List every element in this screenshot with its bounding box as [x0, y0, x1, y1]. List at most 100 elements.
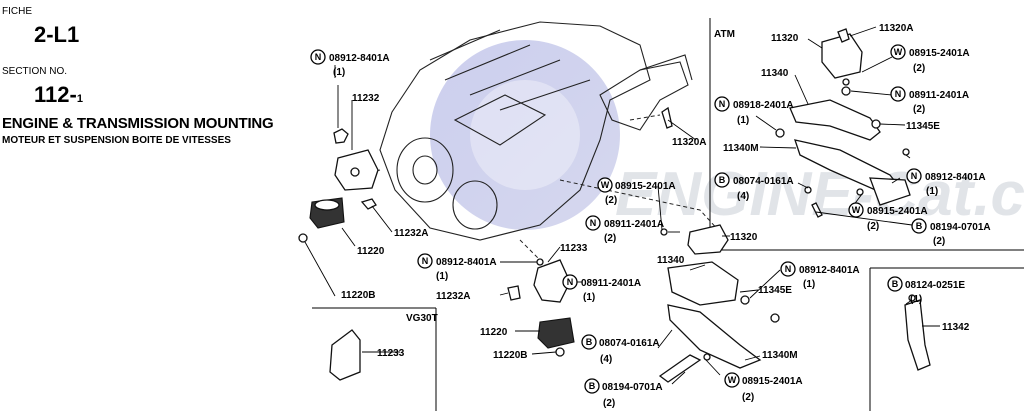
callout-type: N — [315, 52, 322, 62]
callout-type: N — [785, 264, 792, 274]
callout-type: N — [422, 256, 429, 266]
callout-qty: (1) — [910, 294, 922, 305]
vg30t-panel-label: VG30T — [406, 313, 438, 324]
callout-c2: N 08912-8401A (1) — [417, 253, 497, 282]
callout-number: 08912-8401A — [436, 257, 497, 268]
callout-c18: B 08124-0251E (1) — [887, 276, 965, 305]
callout-number: 08915-2401A — [615, 181, 676, 192]
callout-qty: (1) — [926, 186, 938, 197]
part-label: 11220 — [480, 327, 508, 338]
page-title: ENGINE & TRANSMISSION MOUNTING — [2, 115, 274, 132]
part-label: 11320A — [672, 137, 706, 148]
part-label: 11232A — [436, 291, 470, 302]
callout-number: 08074-0161A — [599, 338, 660, 349]
callout-type: W — [601, 180, 610, 190]
callout-type: B — [586, 337, 593, 347]
callout-c5: N 08911-2401A (1) — [562, 274, 641, 303]
callout-type: N — [590, 218, 597, 228]
part-label: 11220 — [357, 246, 385, 257]
callout-qty: (4) — [600, 354, 612, 365]
callout-c3: W 08915-2401A (2) — [597, 177, 676, 206]
part-label: 11342 — [942, 322, 970, 333]
callout-number: 08194-0701A — [602, 382, 663, 393]
callout-c6: B 08074-0161A (4) — [581, 334, 660, 365]
callout-c12: N 08918-2401A (1) — [714, 96, 794, 126]
section-value: 112-1 — [34, 82, 83, 108]
fiche-label: FICHE — [2, 6, 32, 17]
callout-c9: N 08912-8401A (1) — [780, 261, 860, 290]
callout-number: 08911-2401A — [581, 278, 641, 289]
watermark: ENGINE-Cat.com — [430, 40, 1024, 230]
callout-type: B — [719, 175, 726, 185]
callout-c8: W 08915-2401A (2) — [724, 372, 803, 403]
page-subtitle: MOTEUR ET SUSPENSION BOITE DE VITESSES — [2, 135, 231, 146]
watermark-text: ENGINE-Cat.com — [615, 160, 1024, 229]
callout-type: B — [892, 279, 899, 289]
callout-type: N — [567, 277, 574, 287]
part-label: 11233 — [560, 243, 588, 254]
callout-c10: W 08915-2401A (2) — [890, 44, 970, 74]
callout-qty: (2) — [913, 104, 925, 115]
callout-c1: N 08912-8401A (1) — [310, 49, 390, 78]
part-label: 11340M — [723, 143, 759, 154]
callout-c15: N 08912-8401A (1) — [906, 168, 986, 197]
callout-type: N — [719, 99, 726, 109]
callout-type: B — [916, 221, 923, 231]
left-mount-parts — [298, 128, 575, 381]
part-label: 11232A — [394, 228, 428, 239]
callout-c14: B 08074-0161A (4) — [714, 172, 794, 202]
callout-qty: (2) — [867, 221, 879, 232]
part-label: 11340M — [762, 350, 798, 361]
section-sub: 1 — [76, 93, 83, 105]
callout-qty: (2) — [933, 236, 945, 247]
callout-number: 08911-2401A — [604, 219, 664, 230]
callout-qty: (1) — [803, 279, 815, 290]
part-label: 11320A — [879, 23, 913, 34]
callout-qty: (2) — [603, 398, 615, 409]
part-label: 11220B — [493, 350, 527, 361]
callout-number: 08912-8401A — [925, 172, 986, 183]
atm-panel-label: ATM — [714, 29, 735, 40]
callout-number: 08124-0251E — [905, 280, 965, 291]
right-mount-parts — [658, 28, 931, 383]
callout-number: 08915-2401A — [867, 206, 928, 217]
callout-number: 08911-2401A — [909, 90, 969, 101]
callout-qty: (1) — [737, 115, 749, 126]
part-label: 11345E — [906, 121, 940, 132]
callout-number: 08915-2401A — [909, 48, 970, 59]
callout-type: W — [894, 47, 903, 57]
callout-number: 08912-8401A — [329, 53, 390, 64]
callout-c7: B 08194-0701A (2) — [584, 378, 663, 409]
callout-qty: (2) — [913, 63, 925, 74]
section-number: 112- — [34, 82, 77, 107]
callout-number: 08918-2401A — [733, 100, 794, 111]
callout-type: B — [589, 381, 596, 391]
section-label: SECTION NO. — [2, 66, 68, 77]
callout-number: 08194-0701A — [930, 222, 991, 233]
part-label: 11345E — [758, 285, 792, 296]
callout-qty: (2) — [605, 195, 617, 206]
callout-qty: (2) — [604, 233, 616, 244]
callout-type: W — [852, 205, 861, 215]
leader-lines — [304, 26, 940, 385]
part-label: 11233 — [377, 348, 405, 359]
panel-frames — [312, 18, 1024, 411]
callout-type: N — [911, 171, 918, 181]
part-label: 11340 — [657, 255, 685, 266]
callout-c17: B 08194-0701A (2) — [911, 218, 991, 247]
part-label: 11232 — [352, 93, 380, 104]
part-labels: 11232 11220 11232A 11220B 11233 11232A 1… — [341, 23, 970, 361]
part-label: 11320 — [730, 232, 758, 243]
callout-qty: (1) — [333, 67, 345, 78]
part-label: 11320 — [771, 33, 799, 44]
callout-number: 08912-8401A — [799, 265, 860, 276]
callout-c13: W 08915-2401A (2) — [848, 202, 928, 232]
callout-qty: (1) — [583, 292, 595, 303]
callout-type: W — [728, 375, 737, 385]
callout-number: 08074-0161A — [733, 176, 794, 187]
callout-type: N — [895, 89, 902, 99]
callout-qty: (2) — [742, 392, 754, 403]
part-label: 11220B — [341, 290, 375, 301]
part-label: 11340 — [761, 68, 789, 79]
